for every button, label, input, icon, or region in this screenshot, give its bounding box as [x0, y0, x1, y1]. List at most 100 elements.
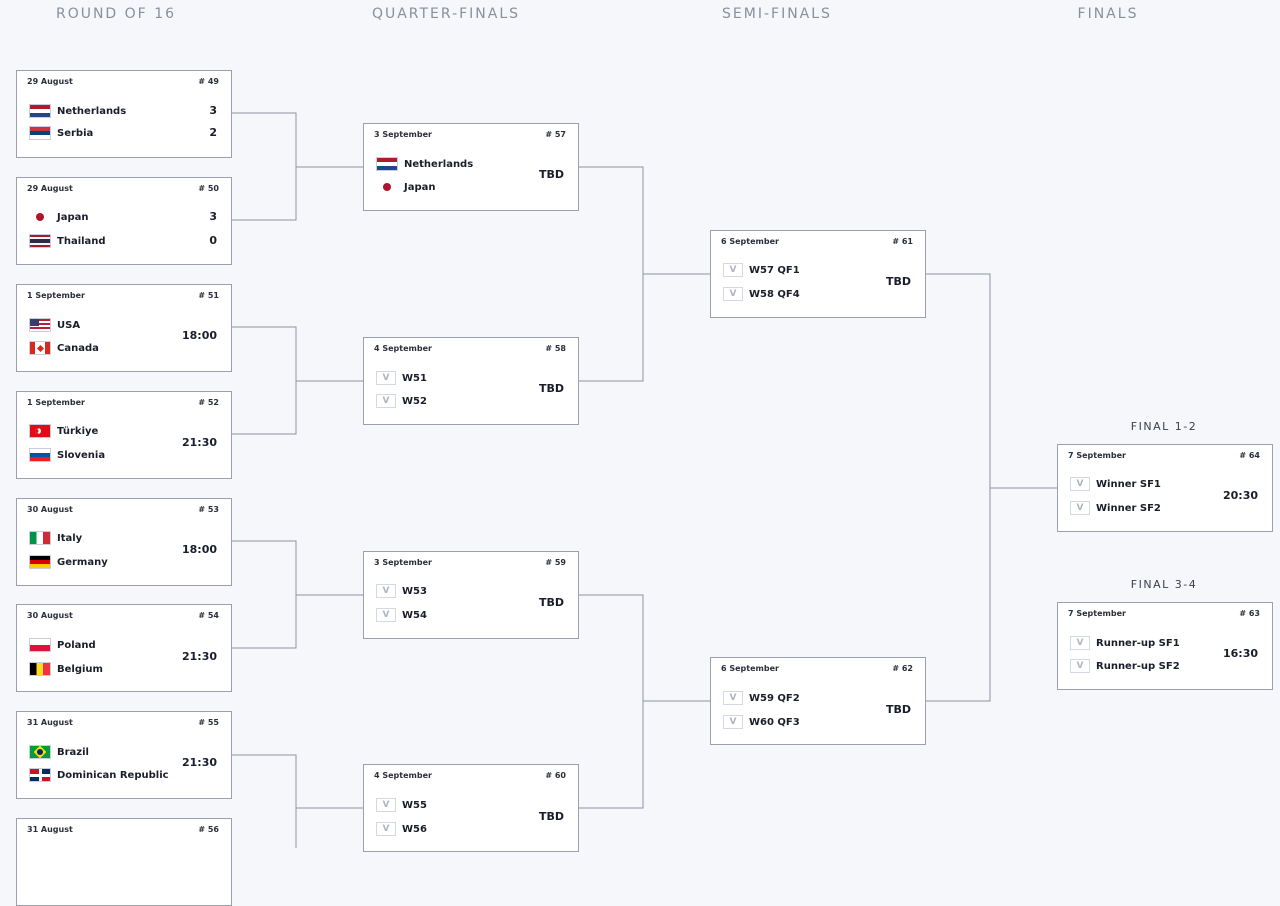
- team-row[interactable]: Canada: [29, 341, 179, 355]
- placeholder-flag-icon: V: [723, 263, 743, 277]
- match-number: # 60: [545, 771, 566, 780]
- team-row[interactable]: Netherlands: [29, 104, 179, 118]
- placeholder-flag-icon: V: [1070, 659, 1090, 673]
- match-card-55[interactable]: 31 August# 55 Brazil Dominican Republic …: [16, 711, 232, 799]
- canada-flag-icon: [29, 341, 51, 355]
- team-row[interactable]: V W56: [376, 822, 526, 836]
- match-card-56[interactable]: 31 August # 56: [16, 818, 232, 906]
- match-card-53[interactable]: 30 August# 53 Italy Germany 18:00: [16, 498, 232, 586]
- match-date: 1 September: [27, 291, 85, 300]
- team-name: W52: [402, 395, 427, 407]
- match-date: 29 August: [27, 77, 73, 86]
- japan-flag-icon: [376, 180, 398, 194]
- brazil-flag-icon: [29, 745, 51, 759]
- usa-flag-icon: [29, 318, 51, 332]
- team-name: Brazil: [57, 746, 89, 758]
- placeholder-flag-icon: V: [1070, 636, 1090, 650]
- placeholder-flag-icon: V: [723, 691, 743, 705]
- team-name: W51: [402, 372, 427, 384]
- placeholder-flag-icon: V: [376, 822, 396, 836]
- japan-flag-icon: [29, 210, 51, 224]
- score-team-a: 3: [209, 210, 217, 223]
- match-number: # 56: [198, 825, 219, 834]
- match-date: 6 September: [721, 664, 779, 673]
- placeholder-flag-icon: V: [723, 287, 743, 301]
- team-row[interactable]: Netherlands: [376, 157, 526, 171]
- poland-flag-icon: [29, 638, 51, 652]
- match-date: 4 September: [374, 344, 432, 353]
- dominican-republic-flag-icon: [29, 768, 51, 782]
- match-date: 29 August: [27, 184, 73, 193]
- match-time: 18:00: [181, 329, 217, 342]
- team-name: Poland: [57, 639, 96, 651]
- team-row[interactable]: Japan: [376, 180, 526, 194]
- team-row[interactable]: Italy: [29, 531, 179, 545]
- match-time: 21:30: [181, 756, 217, 769]
- team-row[interactable]: V Runner-up SF2: [1070, 659, 1220, 673]
- team-name: W58 QF4: [749, 288, 800, 300]
- team-row[interactable]: Poland: [29, 638, 179, 652]
- match-card-50[interactable]: 29 August# 50 Japan 3 Thailand 0: [16, 177, 232, 265]
- match-date: 30 August: [27, 611, 73, 620]
- team-row[interactable]: V W58 QF4: [723, 287, 873, 301]
- match-card-51[interactable]: 1 September# 51 USA Canada 18:00: [16, 284, 232, 372]
- match-time: 16:30: [1222, 647, 1258, 660]
- match-number: # 54: [198, 611, 219, 620]
- team-name: W59 QF2: [749, 692, 800, 704]
- team-row[interactable]: Thailand: [29, 234, 179, 248]
- team-row[interactable]: Dominican Republic: [29, 768, 179, 782]
- team-row[interactable]: Serbia: [29, 126, 179, 140]
- match-time: TBD: [885, 703, 911, 716]
- match-card-52[interactable]: 1 September# 52 Türkiye Slovenia 21:30: [16, 391, 232, 479]
- match-card-49[interactable]: 29 August# 49 Netherlands 3 Serbia 2: [16, 70, 232, 158]
- match-time: TBD: [538, 596, 564, 609]
- match-date: 3 September: [374, 130, 432, 139]
- match-date: 31 August: [27, 825, 73, 834]
- team-name: Türkiye: [57, 425, 99, 437]
- team-row[interactable]: Japan: [29, 210, 179, 224]
- team-row[interactable]: USA: [29, 318, 179, 332]
- team-name: Thailand: [57, 235, 106, 247]
- team-row[interactable]: Germany: [29, 555, 179, 569]
- team-row[interactable]: V W59 QF2: [723, 691, 873, 705]
- thailand-flag-icon: [29, 234, 51, 248]
- match-number: # 57: [545, 130, 566, 139]
- match-number: # 52: [198, 398, 219, 407]
- turkiye-flag-icon: [29, 424, 51, 438]
- team-row[interactable]: Slovenia: [29, 448, 179, 462]
- match-date: 7 September: [1068, 609, 1126, 618]
- team-name: Winner SF1: [1096, 478, 1161, 490]
- team-row[interactable]: Türkiye: [29, 424, 179, 438]
- team-row[interactable]: Belgium: [29, 662, 179, 676]
- team-row[interactable]: Brazil: [29, 745, 179, 759]
- final-1-2-label: FINAL 1-2: [1130, 420, 1198, 433]
- match-card-54[interactable]: 30 August# 54 Poland Belgium 21:30: [16, 604, 232, 692]
- match-date: 30 August: [27, 505, 73, 514]
- team-name: W56: [402, 823, 427, 835]
- match-date: 6 September: [721, 237, 779, 246]
- match-number: # 50: [198, 184, 219, 193]
- team-name: Netherlands: [404, 158, 474, 170]
- team-name: Runner-up SF2: [1096, 660, 1180, 672]
- match-date: 3 September: [374, 558, 432, 567]
- placeholder-flag-icon: V: [376, 584, 396, 598]
- match-date: 31 August: [27, 718, 73, 727]
- match-card-57[interactable]: 3 September# 57 Netherlands Japan TBD: [363, 123, 579, 211]
